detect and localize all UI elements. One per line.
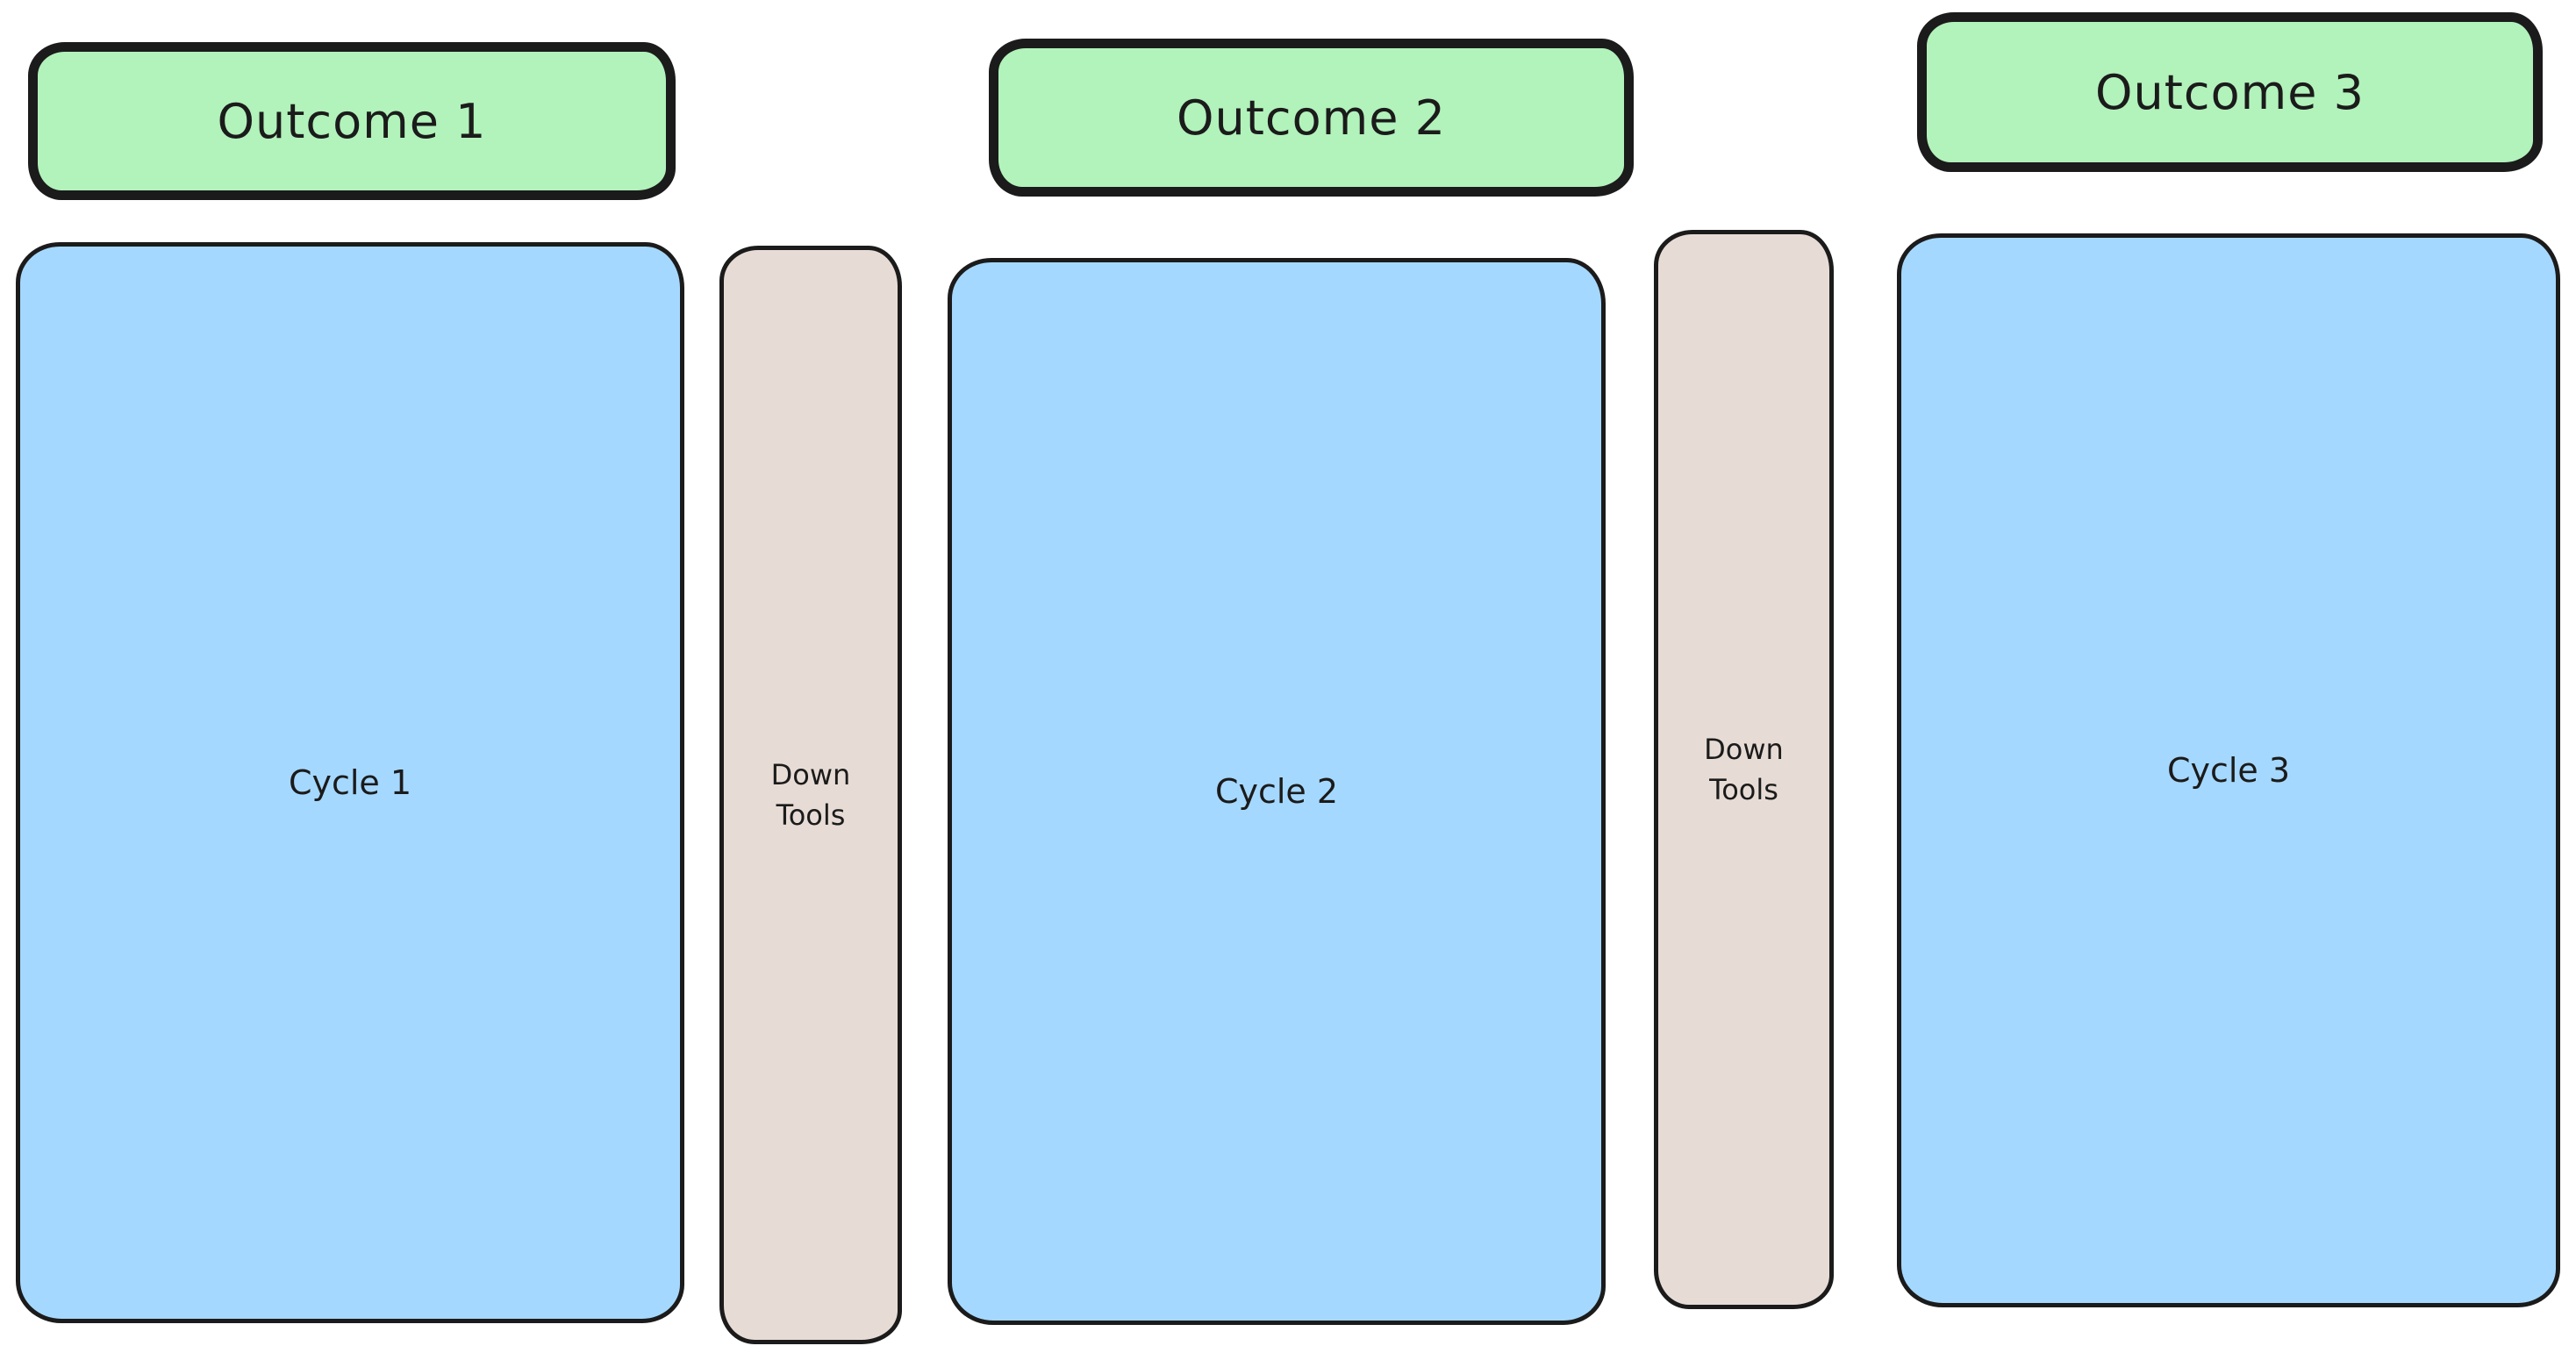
cycle-3-label: Cycle 3: [2166, 751, 2291, 790]
outcome-1-box: Outcome 1: [28, 42, 676, 200]
outcome-2-box: Outcome 2: [989, 39, 1634, 197]
cycle-3-box: Cycle 3: [1897, 233, 2560, 1307]
outcome-3-box: Outcome 3: [1917, 12, 2543, 172]
down-tools-2-box: Down Tools: [1654, 230, 1834, 1309]
outcome-1-label: Outcome 1: [217, 93, 487, 149]
down-tools-1-box: Down Tools: [719, 246, 902, 1344]
cycle-2-label: Cycle 2: [1214, 772, 1339, 811]
down-tools-1-label: Down Tools: [770, 757, 851, 832]
cycle-1-label: Cycle 1: [288, 763, 412, 802]
outcome-3-label: Outcome 3: [2095, 64, 2365, 120]
outcome-2-label: Outcome 2: [1177, 89, 1446, 146]
cycle-2-box: Cycle 2: [948, 258, 1606, 1325]
down-tools-2-label: Down Tools: [1704, 732, 1784, 806]
cycle-1-box: Cycle 1: [16, 242, 684, 1323]
